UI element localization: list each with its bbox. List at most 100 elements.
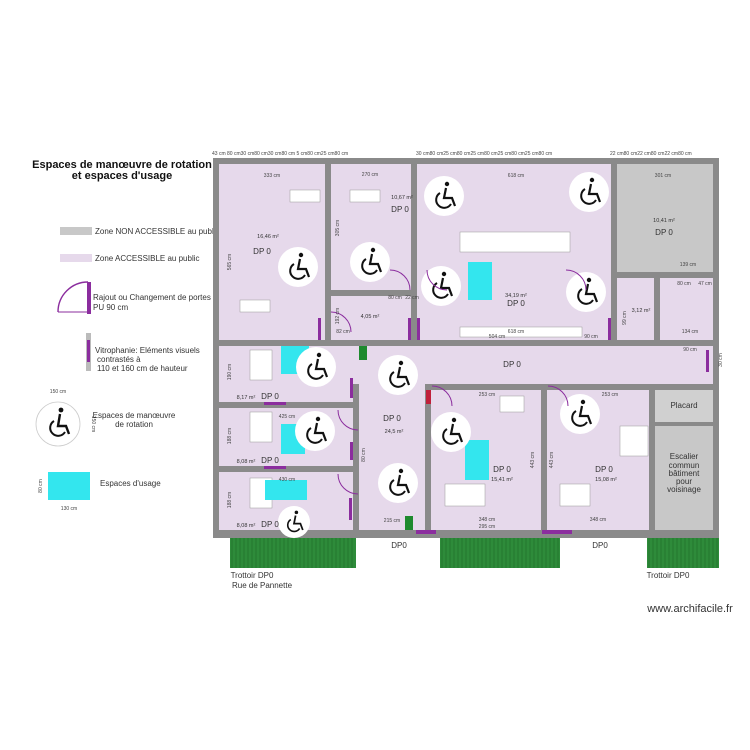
watermark: www.archifacile.fr	[646, 603, 733, 615]
room7-dp: DP 0	[261, 392, 279, 401]
hall-dim: 215 cm	[384, 518, 400, 524]
hall-dp: DP 0	[383, 414, 401, 423]
room8-area: 8,08 m²	[237, 459, 256, 465]
placard-label: Placard	[670, 401, 697, 410]
corridor-dim: 90 cm	[683, 347, 697, 353]
room1-dp: DP 0	[253, 247, 271, 256]
legend-vitro-label3: 110 et 160 cm de hauteur	[97, 364, 188, 373]
room11-dp: DP 0	[595, 465, 613, 474]
room10-area: 15,41 m²	[491, 477, 513, 483]
wheelchair-icon	[378, 463, 418, 503]
doors	[330, 269, 587, 495]
corridor-dp: DP 0	[503, 360, 521, 369]
wheelchair-icon	[278, 247, 318, 287]
legend-accessible-swatch	[60, 254, 92, 262]
room4-door: 90 cm	[584, 334, 598, 340]
room2-dim: 270 cm	[362, 172, 378, 178]
room4-bottom2: 618 cm	[508, 329, 524, 335]
room10-bottom: 348 cm	[479, 517, 495, 523]
room2-dp: DP 0	[391, 205, 409, 214]
wheelchair-icon	[566, 272, 606, 312]
legend-usage-dim-bottom: 130 cm	[61, 506, 77, 512]
room5-dim: 301 cm	[655, 173, 671, 179]
exit-sign-1	[359, 346, 367, 360]
stair-label3: bâtiment	[669, 469, 700, 478]
room10-dp: DP 0	[493, 465, 511, 474]
room1-dim: 333 cm	[264, 173, 280, 179]
plan-title-line1: Espaces de manœuvre de rotation	[32, 159, 212, 171]
room10-side: 443 cm	[530, 452, 536, 468]
legend-vitro-label1: Vitrophanie: Eléments visuels	[95, 346, 200, 355]
desk-2	[349, 189, 381, 203]
legend-door-label2: PU 90 cm	[93, 303, 128, 312]
room1-area: 16,46 m²	[257, 234, 279, 240]
room4-dim: 618 cm	[508, 173, 524, 179]
top-dimensions-middle: 30 cm80 cm25 cm80 cm25 cm80 cm25 cm80 cm…	[416, 151, 552, 157]
wheelchair-icon	[296, 347, 336, 387]
room8-dp: DP 0	[261, 456, 279, 465]
placard	[655, 390, 713, 422]
stair-label5: voisinage	[667, 485, 701, 494]
legend-accessible-label: Zone ACCESSIBLE au public	[95, 254, 200, 263]
desk-3	[239, 299, 271, 313]
wheelchair-icon	[424, 176, 464, 216]
grass-texture	[231, 538, 718, 568]
door-posts	[264, 318, 709, 534]
meeting-table	[459, 231, 571, 253]
room-small-3	[331, 296, 411, 340]
room6-area: 3,12 m²	[632, 308, 651, 314]
room3-dim2: 22 cm	[405, 295, 419, 301]
grass-middle	[440, 538, 560, 568]
usage-space-office10	[465, 440, 489, 480]
trottoir-right: Trottoir DP0	[647, 571, 690, 580]
room7-side: 190 cm	[227, 364, 233, 380]
legend-rotation-label1: Espaces de manœuvre	[93, 411, 176, 420]
desk-10b	[444, 483, 486, 507]
top-dimensions-left: 43 cm 80 cm30 cm80 cm30 cm80 cm 5 cm80 c…	[212, 151, 348, 157]
street-name: Rue de Pannette	[232, 581, 293, 590]
desk-8	[249, 411, 273, 443]
legend-rotation-dim-top: 150 cm	[50, 389, 66, 395]
room11-bottom: 348 cm	[590, 517, 606, 523]
outside-dp-right: DP0	[592, 541, 608, 550]
room10-bottom2: 295 cm	[479, 524, 495, 530]
wheelchair-icon	[378, 355, 418, 395]
legend-usage-label: Espaces d'usage	[100, 479, 161, 488]
room-hall	[359, 384, 425, 530]
room9-dim: 430 cm	[279, 477, 295, 483]
room7-area: 8,17 m²	[237, 395, 256, 401]
hall-side: 80 cm	[361, 448, 367, 462]
rotation-circles	[278, 172, 609, 538]
room2-area: 10,67 m²	[391, 195, 413, 201]
wheelchair-icon	[569, 172, 609, 212]
top-dimensions-right: 22 cm80 cm22 cm80 cm22 cm80 cm	[610, 151, 692, 157]
legend-door-label1: Rajout ou Changement de portes	[93, 293, 211, 302]
room3-side2: 82 cm	[336, 329, 350, 335]
room6-dim: 80 cm	[677, 281, 691, 287]
room6-dim3: 134 cm	[682, 329, 698, 335]
corridor-side: 30 cm	[718, 353, 724, 367]
room11-side: 443 cm	[549, 452, 555, 468]
room11-dim: 253 cm	[602, 392, 618, 398]
legend-door-icon	[57, 281, 91, 314]
hall-area: 24,5 m²	[385, 429, 404, 435]
cabinet-11	[619, 425, 649, 457]
exit-sign-2	[405, 516, 413, 530]
fire-extinguisher	[426, 390, 431, 404]
room-wc-6a	[617, 278, 654, 340]
room3-side1: 192 cm	[335, 308, 341, 324]
legend-vitrophanie-icon	[86, 333, 91, 371]
stair-label1: Escalier	[670, 452, 699, 461]
room5-dim2: 139 cm	[680, 262, 696, 268]
usage-space-meeting	[468, 262, 492, 300]
room3-area: 4,05 m²	[361, 314, 380, 320]
room9-side: 188 cm	[227, 492, 233, 508]
room5-area: 10,41 m²	[653, 218, 675, 224]
room9-dp: DP 0	[261, 520, 279, 529]
trottoir-left: Trottoir DP0	[231, 571, 274, 580]
room6-side: 99 cm	[622, 311, 628, 325]
wheelchair-icon	[35, 401, 81, 447]
meeting-bench	[459, 326, 583, 338]
room-non-accessible-5	[617, 164, 713, 272]
